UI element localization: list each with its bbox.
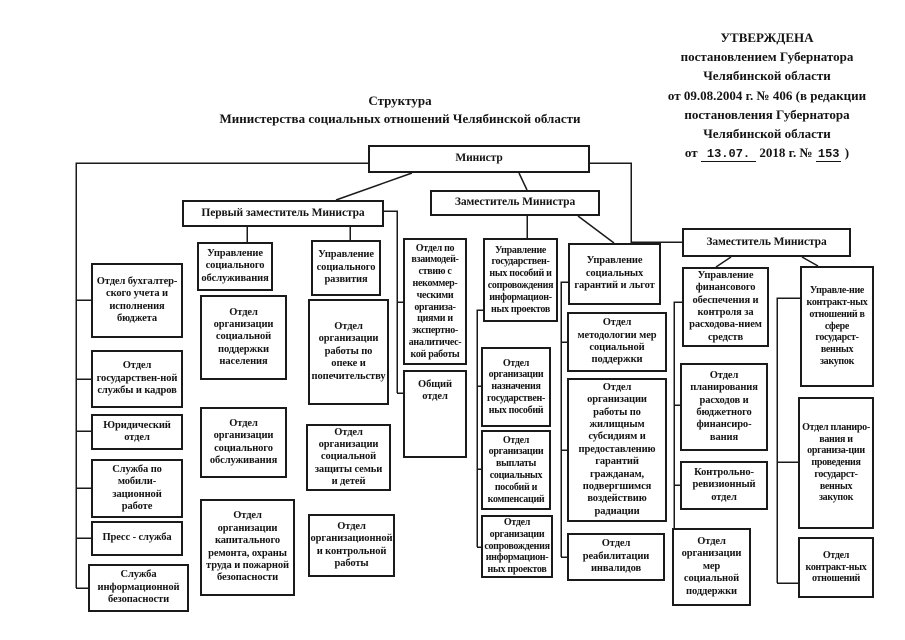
box-contract-relations-dept: Отдел контракт-ных отношений bbox=[798, 537, 874, 598]
box-info-projects-support-dept: Отдел организации сопровождения информац… bbox=[481, 515, 553, 578]
box-accounting-dept: Отдел бухгалтер-ского учета и исполнения… bbox=[91, 263, 183, 338]
box-housing-subsidies-radiation-dept: Отдел организации работы по жилищным суб… bbox=[567, 378, 667, 522]
box-minister: Министр bbox=[368, 145, 590, 173]
approval-line: УТВЕРЖДЕНА bbox=[720, 30, 814, 45]
box-benefits-assignment-dept: Отдел организации назначения государстве… bbox=[481, 347, 551, 427]
box-social-services-directorate: Управление социального обслуживания bbox=[197, 242, 273, 291]
box-infosec-service: Служба информационной безопасности bbox=[88, 564, 189, 612]
box-finance-directorate: Управление финансового обеспечения и кон… bbox=[682, 267, 769, 347]
box-social-guarantees-directorate: Управление социальных гарантий и льгот bbox=[568, 243, 661, 305]
approval-line: Челябинской области bbox=[703, 126, 831, 142]
box-guardianship-dept: Отдел организации работы по опеке и попе… bbox=[308, 299, 389, 405]
box-nonprofit-interaction-dept: Отдел по взаимодей-ствию с некоммер-ческ… bbox=[403, 238, 467, 365]
box-family-children-protection-dept: Отдел организации социальной защиты семь… bbox=[306, 424, 391, 491]
box-state-benefits-directorate: Управление государствен-ных пособий и со… bbox=[483, 238, 558, 322]
box-capital-repair-safety-dept: Отдел организации капитального ремонта, … bbox=[200, 499, 295, 596]
approval-suffix: ) bbox=[844, 145, 850, 161]
approval-line-filled: от 13.07. 2018 г. № 153 ) bbox=[626, 143, 905, 164]
box-mobilization-service: Служба по мобили-зационной работе bbox=[91, 459, 183, 518]
box-support-methodology-dept: Отдел методологии мер социальной поддерж… bbox=[567, 312, 667, 372]
box-budget-planning-dept: Отдел планирования расходов и бюджетного… bbox=[680, 363, 768, 451]
approval-number-fill: 153 bbox=[815, 147, 842, 163]
box-audit-dept: Контрольно-ревизионный отдел bbox=[680, 461, 768, 510]
page-title: Структура Министерства социальных отноше… bbox=[170, 92, 630, 128]
page-title-line2: Министерства социальных отношений Челяби… bbox=[219, 111, 581, 127]
approval-line: Челябинской области bbox=[703, 68, 831, 84]
approval-note: УТВЕРЖДЕНА постановлением Губернатора Че… bbox=[626, 28, 905, 164]
approval-prefix: от bbox=[684, 145, 698, 161]
approval-mid: 2018 г. № bbox=[759, 145, 813, 161]
box-social-development-directorate: Управление социального развития bbox=[311, 240, 381, 296]
box-contract-relations-directorate: Управле-ние контракт-ных отношений в сфе… bbox=[800, 266, 874, 387]
box-social-support-population-dept: Отдел организации социальной поддержки н… bbox=[200, 295, 287, 380]
box-first-deputy-minister: Первый заместитель Министра bbox=[182, 200, 384, 227]
box-deputy-minister-2: Заместитель Министра bbox=[430, 190, 600, 216]
box-legal-dept: Юридический отдел bbox=[91, 414, 183, 450]
box-org-control-work-dept: Отдел организационной и контрольной рабо… bbox=[308, 514, 395, 577]
box-general-dept: Общий отдел bbox=[403, 370, 467, 458]
approval-date-fill: 13.07. bbox=[700, 147, 757, 163]
box-social-service-org-dept: Отдел организации социального обслуживан… bbox=[200, 407, 287, 478]
box-press-service: Пресс - служба bbox=[91, 521, 183, 556]
box-social-support-measures-dept: Отдел организации мер социальной поддерж… bbox=[672, 528, 751, 606]
page-title-line1: Структура bbox=[368, 93, 432, 108]
box-disabled-rehabilitation-dept: Отдел реабилитации инвалидов bbox=[567, 533, 665, 581]
approval-line: постановлением Губернатора bbox=[680, 49, 854, 65]
box-procurement-planning-dept: Отдел планиро-вания и организа-ции прове… bbox=[798, 397, 874, 529]
box-deputy-minister-3: Заместитель Министра bbox=[682, 228, 851, 257]
box-benefits-payment-dept: Отдел организации выплаты социальных пос… bbox=[481, 430, 551, 510]
approval-line: постановления Губернатора bbox=[684, 106, 850, 122]
approval-line: от 09.08.2004 г. № 406 (в редакции bbox=[667, 87, 867, 103]
box-civil-service-dept: Отдел государствен-ной службы и кадров bbox=[91, 350, 183, 408]
